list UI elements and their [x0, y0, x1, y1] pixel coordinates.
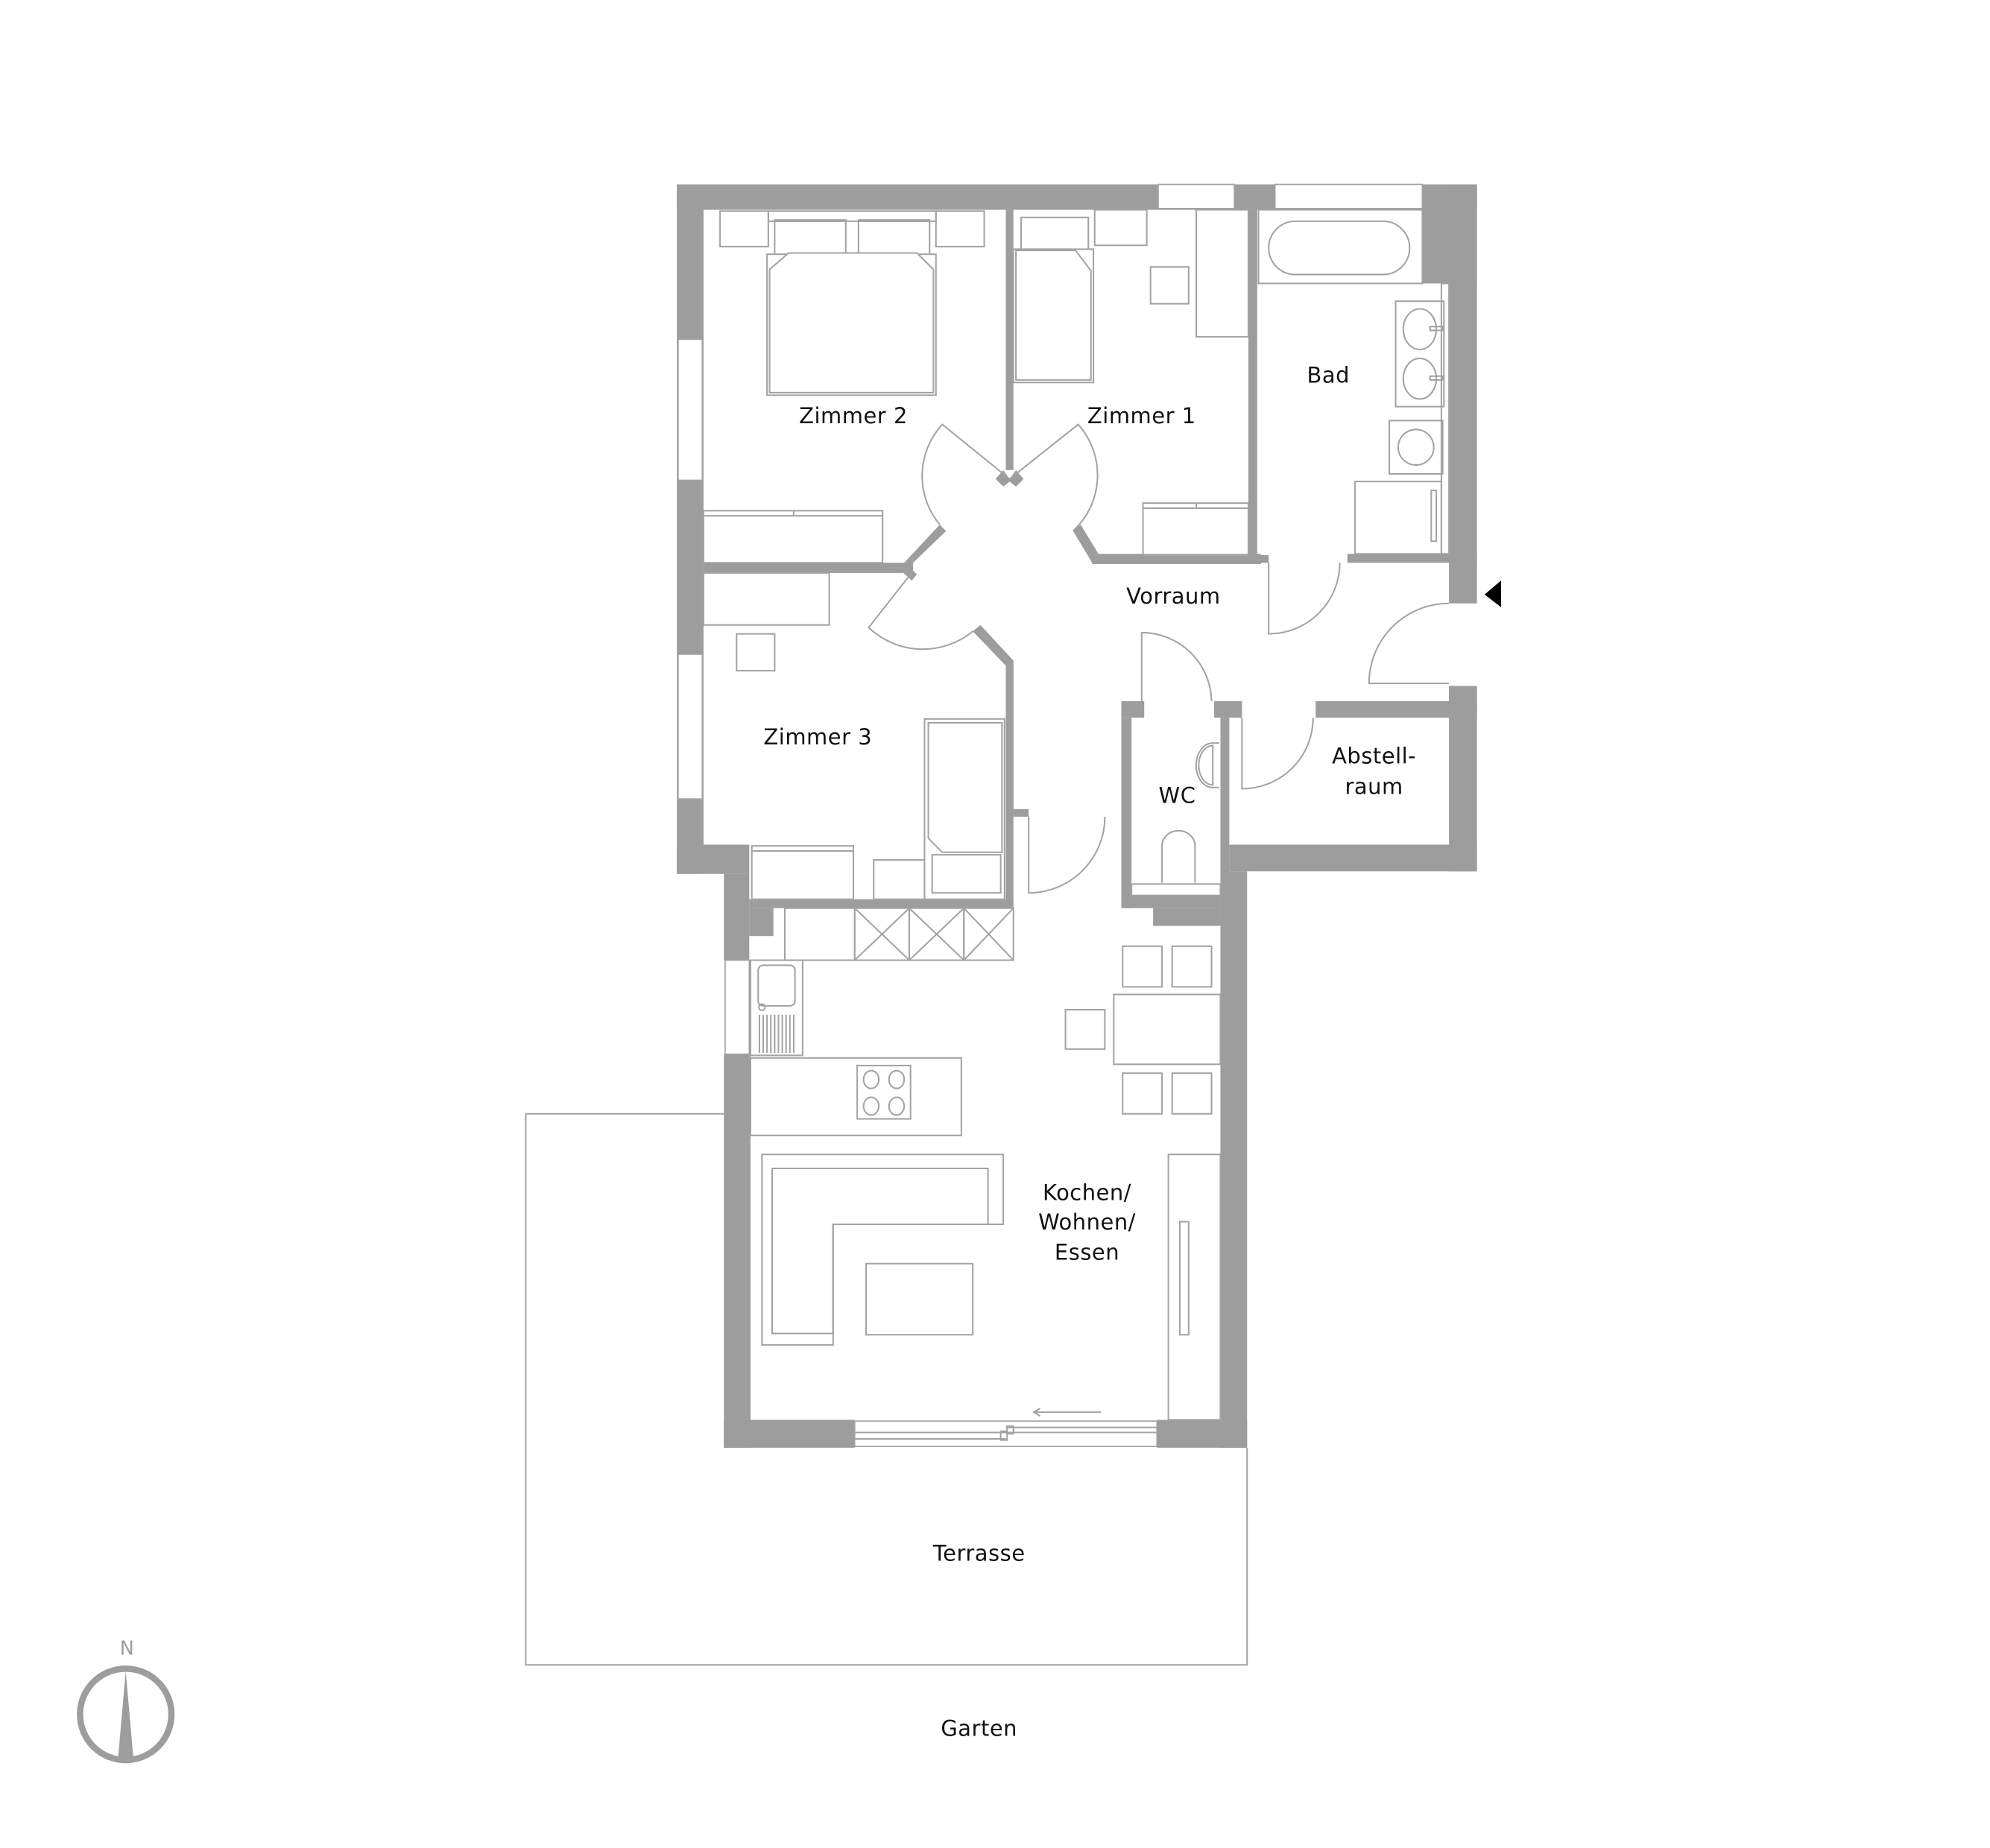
drain-board-icon: [758, 1014, 795, 1053]
label-essen: Essen: [1055, 1240, 1119, 1265]
doors: [868, 423, 1450, 894]
furniture: [702, 209, 1450, 1421]
north-label: N: [120, 1638, 134, 1660]
label-vorraum: Vorraum: [1126, 583, 1220, 609]
label-wohnen: Wohnen/: [1038, 1209, 1136, 1235]
label-bad: Bad: [1307, 362, 1351, 387]
entrance-arrow-icon: [1484, 580, 1502, 607]
label-kochen: Kochen/: [1043, 1180, 1131, 1206]
label-garten: Garten: [941, 1716, 1017, 1741]
label-wc: WC: [1159, 782, 1196, 808]
label-zimmer-2: Zimmer 2: [799, 403, 908, 428]
label-abstellraum-1: Abstell-: [1332, 743, 1416, 768]
north-compass: N: [77, 1638, 175, 1764]
cooktop-icon: [856, 1064, 912, 1120]
label-zimmer-1: Zimmer 1: [1087, 403, 1196, 428]
room-labels: Zimmer 2 Zimmer 1 Bad Vorraum Zimmer 3 W…: [763, 362, 1416, 1741]
label-abstellraum-2: raum: [1345, 773, 1403, 799]
label-zimmer-3: Zimmer 3: [763, 724, 872, 750]
terrace: [525, 1113, 1248, 1666]
label-terrasse: Terrasse: [932, 1541, 1026, 1566]
north-needle-icon: [118, 1671, 133, 1758]
windows: [677, 183, 1424, 1448]
